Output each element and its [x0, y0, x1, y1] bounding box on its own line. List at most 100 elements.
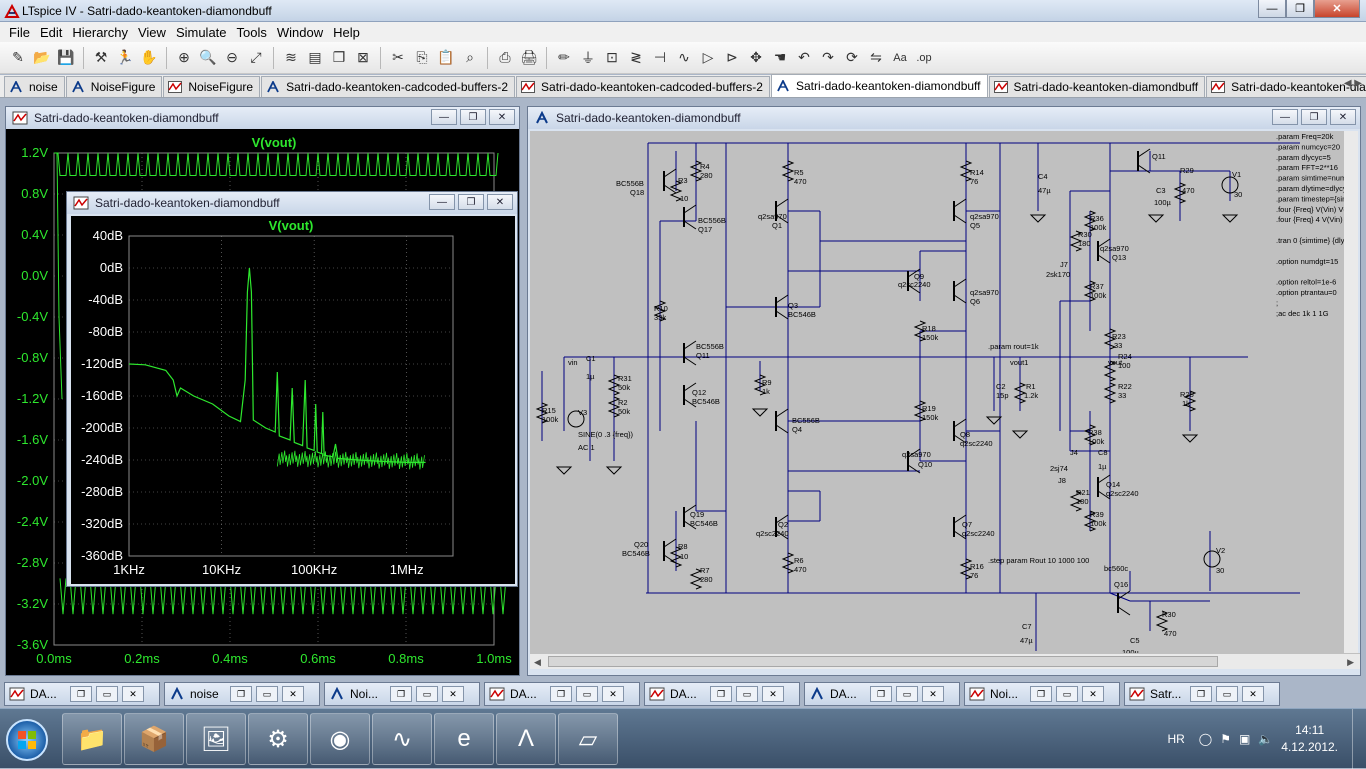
component-label[interactable]: 100µ: [1122, 648, 1140, 653]
tab-satri-dado-keantoken-diamondbuff[interactable]: Satri-dado-keantoken-diamondbuff: [770, 74, 988, 97]
inductor-icon[interactable]: ∿: [678, 49, 690, 65]
component-label[interactable]: R10: [654, 304, 668, 313]
component-icon[interactable]: ⊳: [726, 49, 738, 65]
spice-directive[interactable]: .four {Freq} V(Vin) V(V: [1276, 205, 1346, 214]
component-label[interactable]: C2: [996, 382, 1006, 391]
resistor-symbol[interactable]: [1069, 490, 1083, 512]
time-plot-restore-button[interactable]: ❐: [460, 109, 486, 125]
tab-satri-dado-keantoken-diamondbuff[interactable]: Satri-dado-keantoken-diamondbuff: [988, 76, 1206, 97]
component-label[interactable]: R14: [970, 168, 984, 177]
component-label[interactable]: R8: [678, 542, 688, 551]
component-label[interactable]: q2sa970: [970, 288, 999, 297]
tab-noisefigure[interactable]: NoiseFigure: [163, 76, 261, 97]
spice-directive[interactable]: .option reltol=1e-6: [1276, 278, 1336, 287]
tab-satri-dado-keantoken-diamondbuff[interactable]: Satri-dado-keantoken-diamondbuff: [1206, 76, 1366, 97]
maximize-icon[interactable]: ▭: [96, 686, 118, 702]
spice-netlist-icon[interactable]: ≋: [285, 49, 297, 65]
resistor-symbol[interactable]: [959, 160, 973, 182]
resistor-symbol[interactable]: [913, 400, 927, 422]
resistor-symbol[interactable]: [669, 180, 683, 202]
maximize-icon[interactable]: ▭: [256, 686, 278, 702]
component-label[interactable]: 100µ: [1154, 198, 1172, 207]
spice-directive[interactable]: .option numdgt=15: [1276, 257, 1338, 266]
window-close-icon[interactable]: ⊠: [357, 49, 369, 65]
component-label[interactable]: Q13: [1112, 253, 1126, 262]
restore-icon[interactable]: ❐: [230, 686, 252, 702]
copy-icon[interactable]: ⎘: [416, 49, 428, 65]
component-label[interactable]: Q5: [970, 221, 980, 230]
component-label[interactable]: 76: [970, 177, 978, 186]
spice-directive[interactable]: .param FFT=2**16: [1276, 163, 1338, 172]
component-label[interactable]: Q3: [788, 301, 798, 310]
minimized-window[interactable]: DA...❐▭✕: [644, 682, 800, 706]
cut-icon[interactable]: ✂: [392, 49, 404, 65]
tab-scroll-arrows[interactable]: ◀ ▶: [1343, 78, 1362, 89]
component-label[interactable]: vout: [1108, 358, 1123, 367]
close-icon[interactable]: ✕: [122, 686, 144, 702]
spice-directive[interactable]: .param numcyc=20: [1276, 142, 1340, 151]
component-label[interactable]: 33: [1118, 391, 1126, 400]
component-label[interactable]: vin: [568, 358, 578, 367]
component-label[interactable]: R15: [542, 406, 556, 415]
close-icon[interactable]: ✕: [282, 686, 304, 702]
resistor-symbol[interactable]: [913, 320, 927, 342]
resistor-symbol[interactable]: [781, 160, 795, 182]
component-label[interactable]: 10: [680, 552, 688, 561]
menu-window[interactable]: Window: [276, 24, 324, 40]
component-label[interactable]: BC546B: [690, 519, 718, 528]
redo-icon[interactable]: ↷: [822, 49, 834, 65]
explorer-icon[interactable]: 📁: [62, 713, 122, 765]
resistor-symbol[interactable]: [1083, 510, 1097, 532]
component-label[interactable]: q2sc2240: [1106, 489, 1139, 498]
resistor-symbol[interactable]: [753, 374, 767, 396]
maximize-icon[interactable]: ▭: [416, 686, 438, 702]
component-label[interactable]: R30: [1078, 230, 1092, 239]
tab-satri-dado-keantoken-cadcoded-buffers-2[interactable]: Satri-dado-keantoken-cadcoded-buffers-2: [261, 76, 516, 97]
restore-icon[interactable]: ❐: [70, 686, 92, 702]
component-label[interactable]: Q14: [1106, 480, 1120, 489]
drawing-tool-icon[interactable]: ⚙: [248, 713, 308, 765]
resistor-symbol[interactable]: [1083, 210, 1097, 232]
mirror-icon[interactable]: ⇋: [870, 49, 882, 65]
component-label[interactable]: 180: [1078, 239, 1091, 248]
component-label[interactable]: R23: [1112, 332, 1126, 341]
schematic-horizontal-scrollbar[interactable]: ◀ ▶: [530, 653, 1360, 669]
component-label[interactable]: Q6: [970, 297, 980, 306]
display-icon[interactable]: ▣: [1238, 732, 1251, 746]
paste-icon[interactable]: 📋: [437, 49, 455, 65]
component-label[interactable]: 470: [794, 177, 807, 186]
resistor-symbol[interactable]: [1083, 424, 1097, 446]
wire-icon[interactable]: ✏: [558, 49, 570, 65]
component-label[interactable]: R1: [1026, 382, 1036, 391]
hammer-icon[interactable]: ⚒: [94, 49, 108, 65]
component-label[interactable]: Q1: [772, 221, 782, 230]
component-label[interactable]: 280: [700, 575, 713, 584]
resistor-symbol[interactable]: [781, 552, 795, 574]
close-icon[interactable]: ✕: [1082, 686, 1104, 702]
component-label[interactable]: R5: [794, 168, 804, 177]
menu-simulate[interactable]: Simulate: [175, 24, 227, 40]
component-label[interactable]: C4: [1038, 172, 1048, 181]
undo-icon[interactable]: ↶: [798, 49, 810, 65]
resistor-symbol[interactable]: [653, 300, 667, 322]
move-icon[interactable]: ✥: [750, 49, 762, 65]
component-label[interactable]: R16: [970, 562, 984, 571]
spice-directive[interactable]: .param dlytime=dlycyc/F: [1276, 184, 1346, 193]
resistor-symbol[interactable]: [1069, 230, 1083, 252]
save-icon[interactable]: 💾: [57, 49, 75, 65]
spice-directive[interactable]: .param simtime=numcyc: [1276, 174, 1346, 183]
tab-noise[interactable]: noise: [4, 76, 65, 97]
component-label[interactable]: BC556B: [792, 416, 820, 425]
component-label[interactable]: R30: [1162, 610, 1176, 619]
text-icon[interactable]: Aa: [893, 51, 907, 64]
component-label[interactable]: .param rout=1k: [988, 342, 1039, 351]
browser-icon[interactable]: ◉: [310, 713, 370, 765]
oscilloscope-icon[interactable]: ∿: [372, 713, 432, 765]
spice-directive-icon[interactable]: .op: [916, 51, 932, 64]
new-schematic-icon[interactable]: ✎: [12, 49, 24, 65]
component-label[interactable]: 1k: [1182, 399, 1190, 408]
component-label[interactable]: R6: [794, 556, 804, 565]
zoom-in-icon[interactable]: ⊕: [178, 49, 190, 65]
